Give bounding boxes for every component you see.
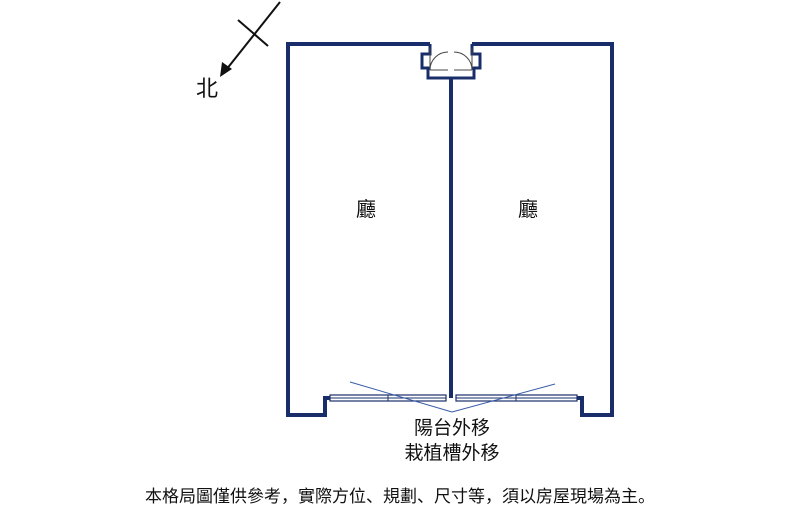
north-arrow-icon: [220, 1, 281, 77]
balcony-window-left: [329, 394, 447, 402]
room-label-left: 廳: [356, 197, 376, 221]
note-planter: 栽植槽外移: [404, 442, 499, 464]
entry-recess: [420, 44, 482, 80]
disclaimer-text: 本格局圖僅供參考，實際方位、規劃、尺寸等，須以房屋現場為主。: [145, 487, 655, 507]
note-pointer-lines: [349, 381, 556, 413]
room-label-right: 廳: [518, 197, 538, 221]
wall-left: [286, 42, 430, 417]
compass-label: 北: [196, 77, 218, 102]
note-balcony: 陽台外移: [414, 417, 490, 439]
entry-door-swings: [429, 48, 473, 71]
wall-right: [472, 42, 614, 417]
balcony-window-right: [455, 394, 578, 402]
exterior-walls: [286, 42, 614, 417]
